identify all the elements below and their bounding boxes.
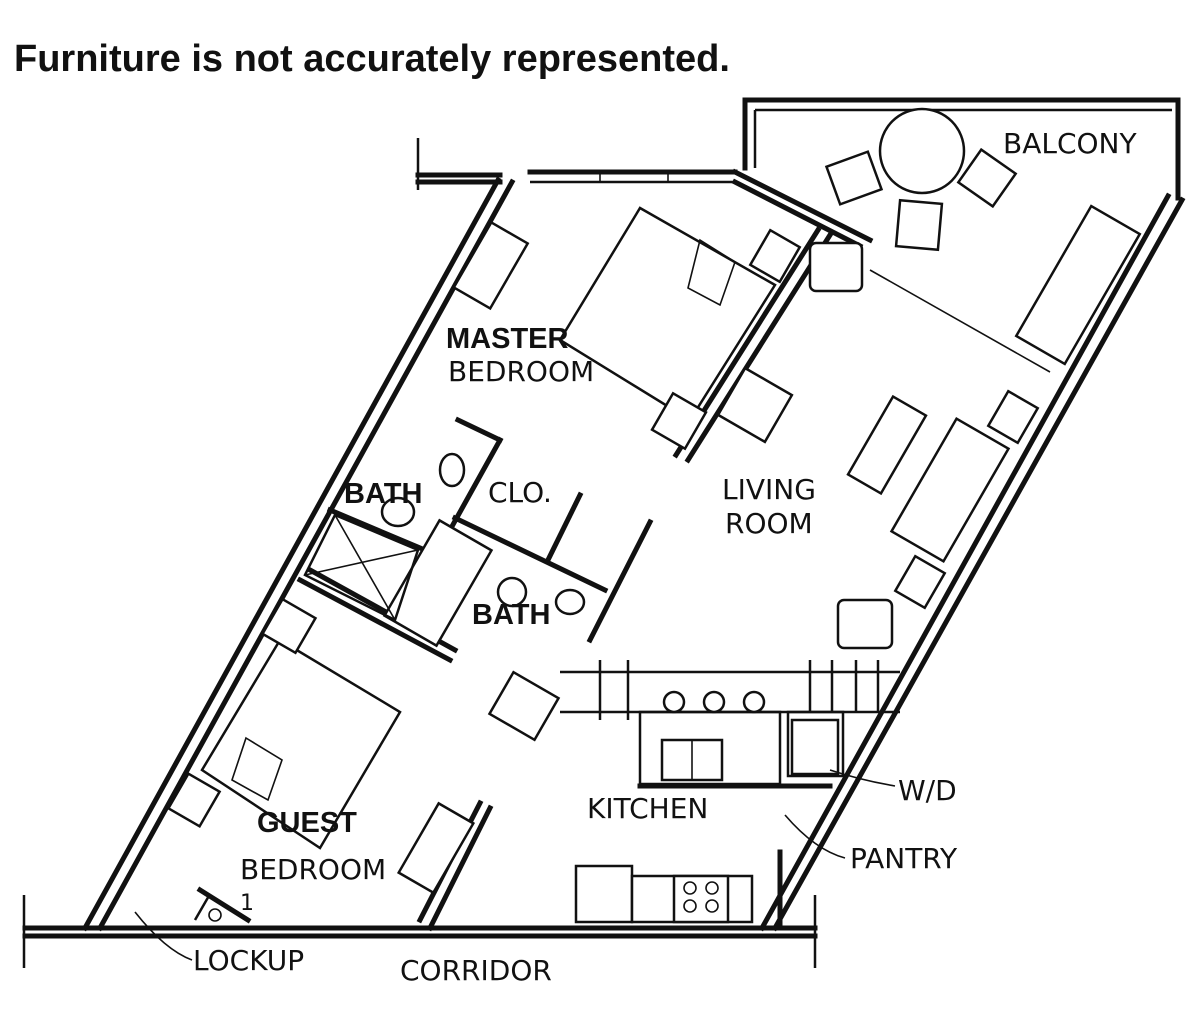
room-label-guest-line2: BEDROOM [240, 853, 386, 886]
room-label-closet: CLO. [488, 476, 552, 509]
room-label-living-line1: LIVING [722, 473, 816, 506]
exterior-walls [22, 97, 1186, 968]
room-label-lockup: LOCKUP [193, 944, 304, 977]
room-label-master-line2: BEDROOM [448, 355, 594, 388]
leader-lines [134, 769, 896, 961]
room-label-kitchen: KITCHEN [587, 792, 708, 825]
room-label-corridor: CORRIDOR [400, 954, 552, 987]
lockup-number: 1 [240, 891, 254, 916]
room-label-guest-line1: GUEST [257, 807, 357, 839]
room-label-bath-top: BATH [344, 478, 422, 510]
room-label-bath-mid: BATH [472, 599, 550, 631]
room-label-master-line1: MASTER [446, 323, 569, 355]
label-wd: W/D [898, 774, 957, 807]
room-label-living-line2: ROOM [725, 507, 813, 540]
disclaimer-text: Furniture is not accurately represented. [14, 38, 730, 80]
label-pantry: PANTRY [850, 842, 958, 875]
room-label-balcony: BALCONY [1003, 127, 1137, 160]
furniture [166, 107, 1142, 924]
